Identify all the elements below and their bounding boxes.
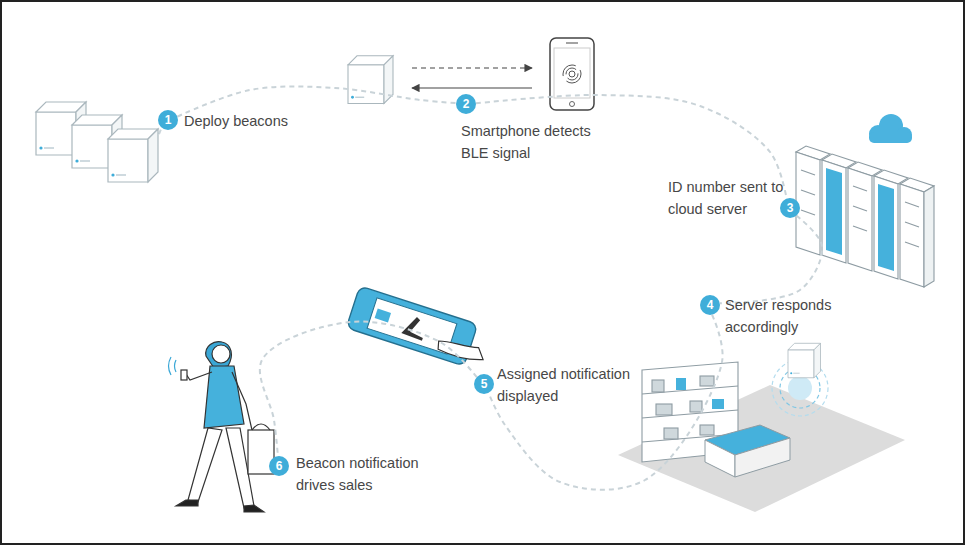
step-marker: 1Deploy beacons [158,110,178,130]
shopper [169,342,275,512]
step-marker: 6Beacon notification drives sales [269,456,289,476]
step-caption: Beacon notification drives sales [296,452,436,496]
callout-number: 4 [700,295,720,315]
flow-connector [260,322,477,456]
step-marker: 4Server responds accordingly [700,295,720,315]
callout-number: 5 [474,374,494,394]
step-caption: ID number sent to cloud server [668,176,793,220]
step-marker: 3ID number sent to cloud server [780,198,800,218]
flow-connector [720,216,822,304]
flow-connector [177,86,456,116]
signal-arrows [412,68,532,88]
cloud-icon [869,114,912,143]
callout-number: 6 [269,456,289,476]
beacon [788,343,821,377]
store-bench [705,425,790,477]
step-caption: Smartphone detects BLE signal [461,120,601,164]
step-caption: Deploy beacons [184,110,324,132]
phone-notification [346,286,493,371]
callout-number: 2 [456,94,476,114]
beacon-stack [36,102,158,182]
beacon [348,56,393,104]
callout-number: 3 [780,198,800,218]
flow-connector [489,315,723,490]
step-caption: Server responds accordingly [725,294,845,338]
smartphone [550,38,594,110]
step-marker: 5Assigned notification displayed [474,374,494,394]
step-caption: Assigned notification displayed [497,363,652,407]
cloud-server [796,146,934,287]
step-marker: 2Smartphone detects BLE signal [456,94,476,114]
callout-number: 1 [158,110,178,130]
